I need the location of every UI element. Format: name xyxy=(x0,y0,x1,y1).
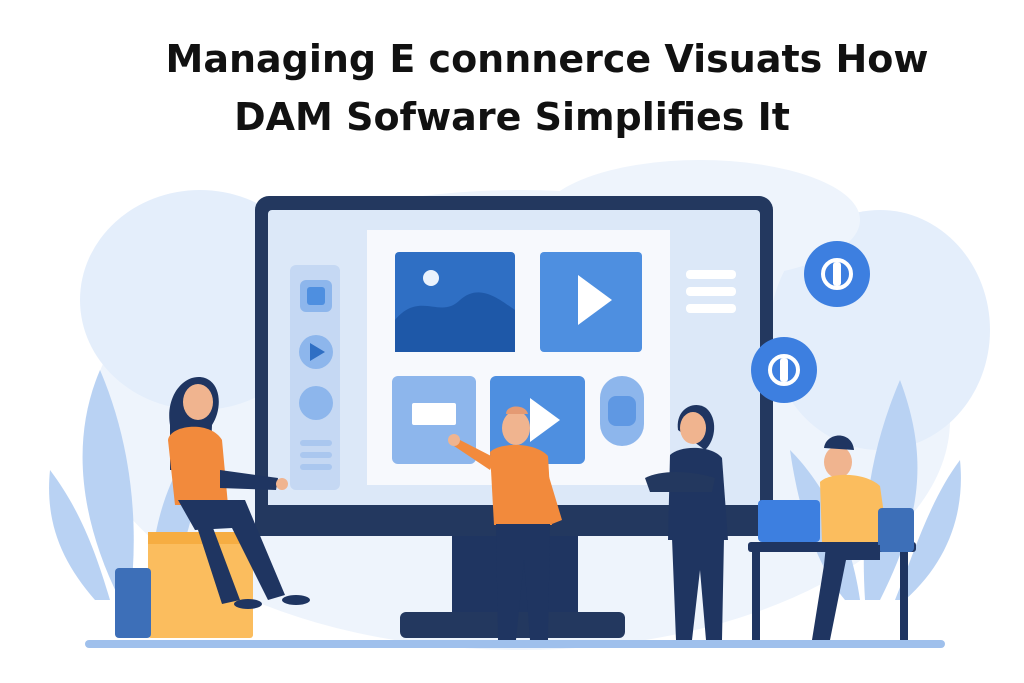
person-sitting-left xyxy=(168,377,310,609)
headset-icon xyxy=(821,258,853,290)
screen-menu-lines xyxy=(686,270,736,313)
play-icon-2 xyxy=(530,398,560,442)
floor-line xyxy=(85,640,945,648)
page-title-line-2: DAM Sofware Simplifies It xyxy=(234,95,790,139)
person-standing-right xyxy=(645,404,728,640)
badge-bottom xyxy=(751,337,817,403)
side-cube xyxy=(115,568,151,638)
person-pointing xyxy=(448,406,562,640)
laptop xyxy=(758,500,820,542)
badge-top xyxy=(804,241,870,307)
screen-sidebar xyxy=(290,265,340,490)
crate xyxy=(148,532,253,638)
person-at-desk xyxy=(748,435,916,640)
page-title-line-1: Managing E connnerce Visuats How xyxy=(165,37,929,81)
chair-back xyxy=(878,508,914,552)
play-icon xyxy=(578,275,612,325)
circle-icon xyxy=(299,386,333,420)
image-icon xyxy=(423,270,439,286)
card-icon xyxy=(412,403,456,425)
headset-icon-2 xyxy=(768,354,800,386)
